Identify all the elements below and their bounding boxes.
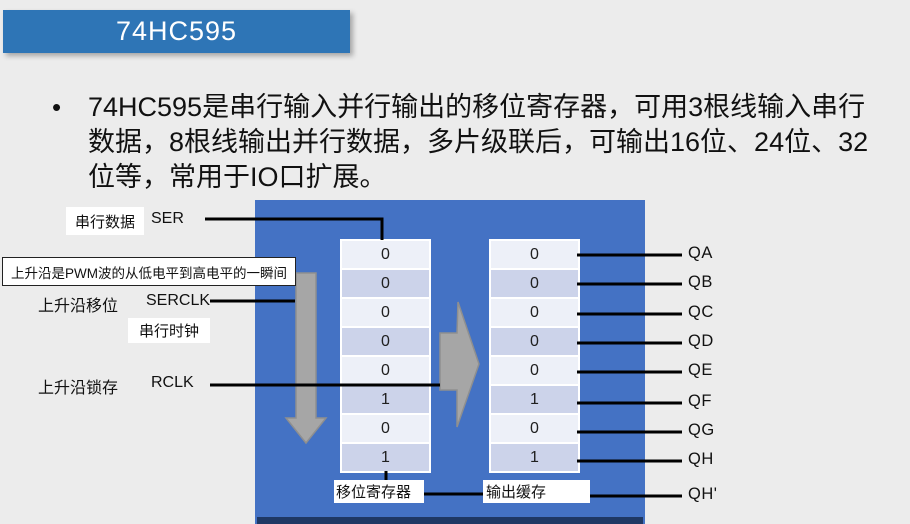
shift-register-caption: 移位寄存器	[334, 480, 424, 503]
diagram-panel	[255, 200, 645, 524]
output-pin-label-qh2: QH'	[688, 485, 718, 503]
output-pin-label-qe: QE	[688, 361, 713, 379]
bullet-text: 74HC595是串行输入并行输出的移位寄存器，可用3根线输入串行数据，8根线输出…	[88, 92, 869, 192]
shift-register-cell: 0	[342, 241, 429, 268]
shift-register-cell: 0	[342, 299, 429, 326]
panel-footer-strip	[257, 517, 643, 524]
output-pin-label-qd: QD	[688, 332, 714, 350]
shift-register-cell: 0	[342, 270, 429, 297]
serclk-pin-label: SERCLK	[146, 292, 211, 309]
output-buffer-cell: 0	[491, 328, 578, 355]
shift-register-cell: 0	[342, 415, 429, 442]
shift-register-column: 0 0 0 0 0 1 0 1	[340, 239, 431, 473]
output-buffer-cell: 0	[491, 241, 578, 268]
output-buffer-cell: 1	[491, 386, 578, 413]
output-pin-label-qa: QA	[688, 244, 713, 262]
shift-register-cell: 0	[342, 328, 429, 355]
output-buffer-cell: 0	[491, 357, 578, 384]
bullet-icon: •	[52, 92, 62, 122]
output-pin-label-qh: QH	[688, 450, 714, 468]
page-title: 74HC595	[115, 16, 238, 46]
output-buffer-cell: 0	[491, 270, 578, 297]
pwm-note-box: 上升沿是PWM波的从低电平到高电平的一瞬间	[2, 257, 296, 286]
shift-register-cell: 1	[342, 444, 429, 471]
serial-clock-label-box: 串行时钟	[128, 318, 210, 343]
output-buffer-cell: 0	[491, 299, 578, 326]
output-buffer-cell: 1	[491, 444, 578, 471]
output-pin-label-qg: QG	[688, 421, 715, 439]
shift-register-cell: 0	[342, 357, 429, 384]
output-buffer-cell: 0	[491, 415, 578, 442]
ser-pin-label: SER	[151, 210, 184, 227]
rclk-pin-label: RCLK	[151, 374, 194, 391]
output-pin-label-qf: QF	[688, 392, 712, 410]
output-pin-label-qc: QC	[688, 303, 714, 321]
bullet-paragraph: • 74HC595是串行输入并行输出的移位寄存器，可用3根线输入串行数据，8根线…	[52, 90, 880, 195]
output-buffer-column: 0 0 0 0 0 1 0 1	[489, 239, 580, 473]
shift-register-cell: 1	[342, 386, 429, 413]
output-pin-label-qb: QB	[688, 273, 713, 291]
output-buffer-caption: 输出缓存	[483, 480, 590, 503]
rising-edge-shift-label: 上升沿移位	[38, 298, 119, 315]
title-bar: 74HC595	[3, 10, 350, 53]
rising-edge-latch-label: 上升沿锁存	[38, 380, 119, 397]
serial-data-label-box: 串行数据	[66, 207, 144, 235]
